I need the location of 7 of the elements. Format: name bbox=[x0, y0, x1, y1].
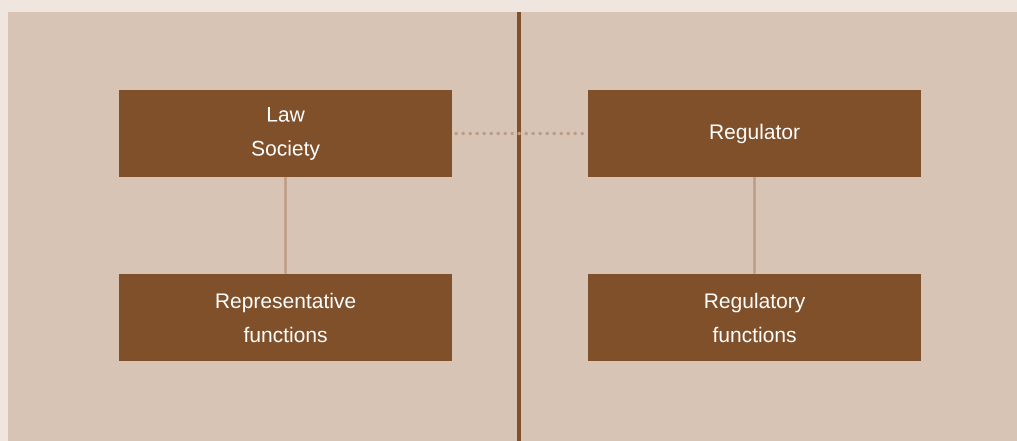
box: Regulator bbox=[588, 90, 921, 177]
dotted-line bbox=[454, 131, 586, 136]
box: Representative functions bbox=[119, 274, 452, 361]
connector-line bbox=[753, 177, 756, 274]
connector-line bbox=[284, 177, 287, 274]
box: Law Society bbox=[119, 90, 452, 177]
box: Regulatory functions bbox=[588, 274, 921, 361]
